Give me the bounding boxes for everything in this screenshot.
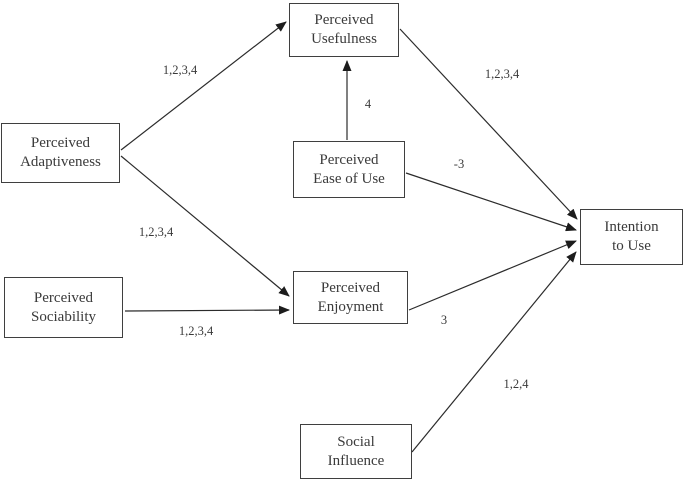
node-label-line: Sociability: [31, 308, 96, 325]
node-label-line: Perceived: [33, 289, 94, 306]
edge-label-easeofuse-usefulness: 4: [364, 97, 372, 111]
edge-label-enjoyment-intention: 3: [440, 313, 448, 327]
edge-label-sociability-enjoyment: 1,2,3,4: [178, 324, 214, 338]
edge-easeofuse-to-intention: [405, 172, 577, 232]
node-label-line: to Use: [612, 238, 651, 254]
edge-enjoyment-to-intention: [408, 240, 577, 311]
edge-label-usefulness-intention: 1,2,3,4: [484, 67, 520, 81]
edge-label-socialinfluence-intention: 1,2,4: [503, 377, 529, 391]
node-intention-to-use: Intention to Use: [580, 209, 683, 265]
edge-label-adaptiveness-usefulness: 1,2,3,4: [162, 63, 198, 77]
edge-usefulness-to-intention: [399, 28, 578, 220]
edge-adaptiveness-to-enjoyment: [120, 155, 290, 297]
edge-adaptiveness-to-usefulness: [120, 21, 287, 151]
node-label-line: Perceived: [314, 12, 374, 28]
node-label-line: Usefulness: [311, 31, 377, 47]
node-perceived-enjoyment: Perceived Enjoyment: [293, 271, 408, 324]
node-label-line: Social: [337, 433, 375, 450]
node-perceived-usefulness: Perceived Usefulness: [289, 3, 399, 57]
node-label-line: Perceived: [30, 135, 91, 151]
edge-label-adaptiveness-enjoyment: 1,2,3,4: [138, 225, 174, 239]
node-label-line: Perceived: [320, 279, 381, 296]
node-perceived-adaptiveness: Perceived Adaptiveness: [1, 123, 120, 183]
node-label-line: Perceived: [319, 151, 379, 168]
node-perceived-sociability: Perceived Sociability: [4, 277, 123, 338]
edge-sociability-to-enjoyment: [124, 305, 290, 315]
node-label-line: Adaptiveness: [20, 154, 101, 170]
edge-socialinfluence-to-intention: [411, 251, 577, 453]
node-label-line: Intention: [604, 219, 659, 235]
node-label-line: Enjoyment: [317, 298, 384, 315]
edge-label-easeofuse-intention: -3: [453, 157, 465, 171]
node-label-line: Influence: [327, 452, 385, 469]
node-perceived-ease-of-use: Perceived Ease of Use: [293, 141, 405, 198]
node-label-line: Ease of Use: [313, 170, 385, 187]
node-social-influence: Social Influence: [300, 424, 412, 479]
